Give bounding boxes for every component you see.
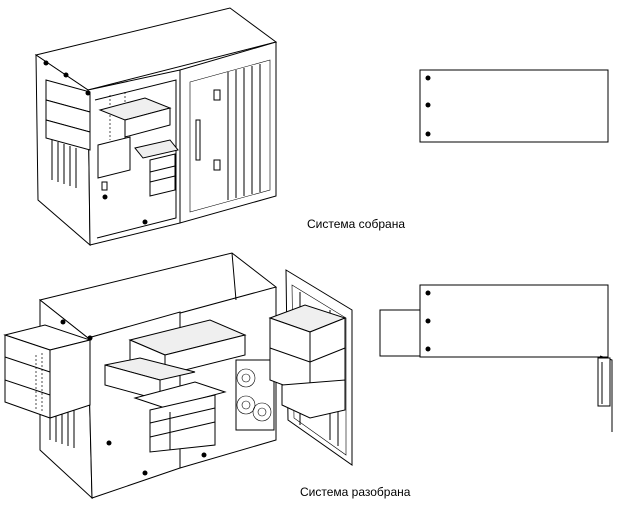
caption-disassembled: Система разобрана	[300, 485, 411, 499]
disassembled-case-drawing	[3, 252, 353, 500]
caption-assembled: Система собрана	[307, 217, 405, 231]
assembled-side-view	[419, 69, 609, 143]
disassembled-side-view	[379, 284, 613, 432]
assembled-case-drawing	[34, 7, 278, 247]
